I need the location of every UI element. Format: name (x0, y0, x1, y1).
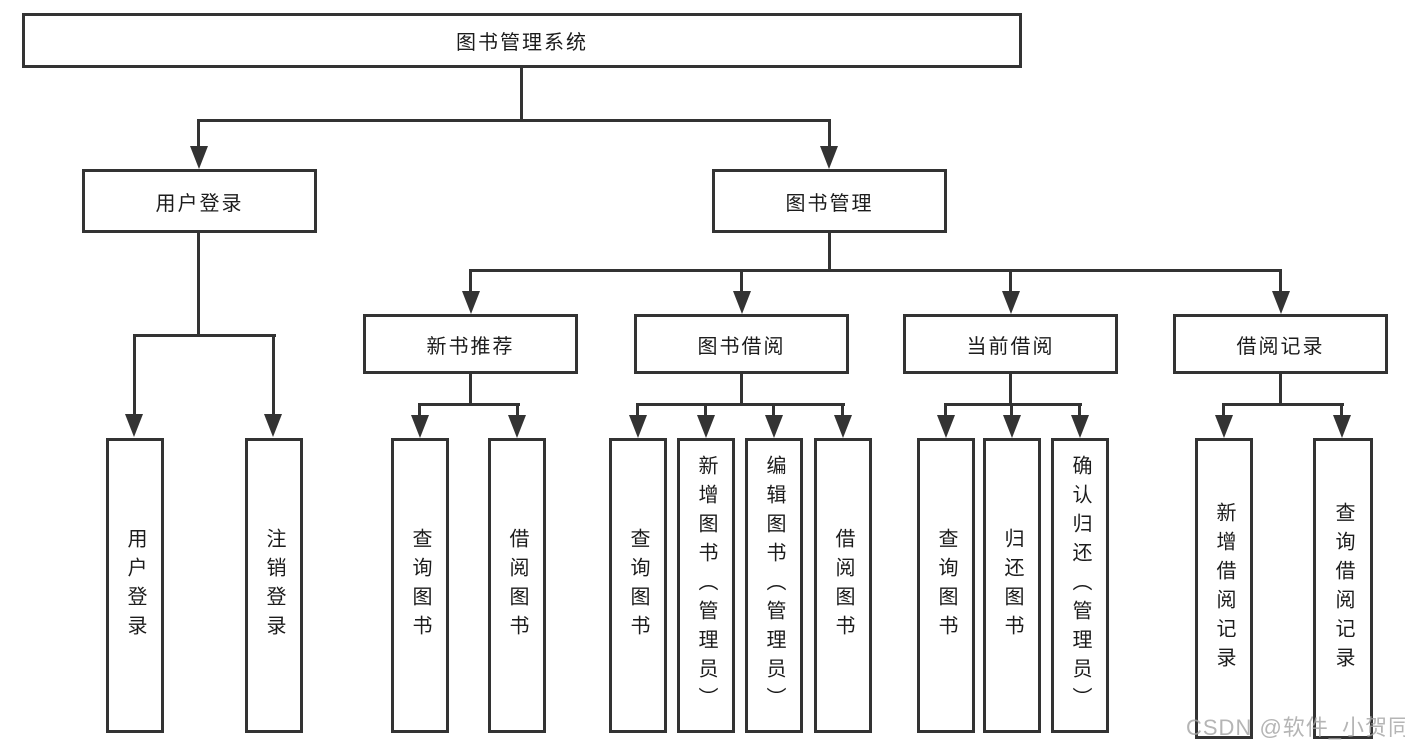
arrow-down-icon (462, 291, 480, 314)
leaf-add-books-admin-label: 新增图书（管理员） (695, 455, 717, 716)
node-book-borrow-label: 图书借阅 (697, 335, 786, 358)
connector-module2-stem (1009, 372, 1012, 406)
leaf-confirm-return-admin-label: 确认归还（管理员） (1069, 455, 1091, 716)
leaf-add-books-admin: 新增图书（管理员） (677, 438, 735, 733)
connector-leaf-drop (516, 403, 519, 417)
connector-mgmt-stem (828, 232, 831, 272)
connector-module-drop (469, 269, 472, 295)
leaf-query-books-1: 查询图书 (391, 438, 449, 733)
connector-module3-stem (1279, 372, 1282, 406)
connector-module-drop (1279, 269, 1282, 295)
connector-leaf-drop (704, 403, 707, 417)
node-book-borrow: 图书借阅 (634, 314, 849, 374)
connector-login-child-drop (133, 334, 136, 416)
leaf-borrow-books-1: 借阅图书 (488, 438, 546, 733)
arrow-down-icon (820, 146, 838, 169)
node-new-books: 新书推荐 (363, 314, 578, 374)
arrow-down-icon (834, 415, 852, 438)
connector-login-child-drop (272, 334, 275, 416)
leaf-query-books-2: 查询图书 (609, 438, 667, 733)
arrow-down-icon (697, 415, 715, 438)
leaf-logout-label: 注销登录 (263, 527, 285, 644)
connector-leaf-drop (1078, 403, 1081, 417)
leaf-query-borrow-record-label: 查询借阅记录 (1332, 501, 1354, 676)
connector-leaf-drop (1222, 403, 1225, 417)
leaf-query-books-1-label: 查询图书 (409, 527, 431, 644)
connector-leaf-drop (772, 403, 775, 417)
node-book-mgmt: 图书管理 (712, 169, 947, 233)
arrow-down-icon (1333, 415, 1351, 438)
node-borrow-records-label: 借阅记录 (1236, 335, 1325, 358)
arrow-down-icon (733, 291, 751, 314)
node-user-login-label: 用户登录 (155, 192, 244, 215)
arrow-down-icon (508, 415, 526, 438)
connector-level1-bus (197, 119, 831, 122)
connector-root-stem (520, 68, 523, 121)
arrow-down-icon (1002, 291, 1020, 314)
node-root-system: 图书管理系统 (22, 13, 1022, 68)
leaf-user-login: 用户登录 (106, 438, 164, 733)
node-current-borrow-label: 当前借阅 (966, 335, 1055, 358)
connector-module-drop (1009, 269, 1012, 295)
leaf-add-borrow-record: 新增借阅记录 (1195, 438, 1253, 739)
arrow-down-icon (125, 414, 143, 437)
leaf-user-login-label: 用户登录 (124, 527, 146, 644)
connector-login-stem (197, 231, 200, 337)
leaf-query-books-3-label: 查询图书 (935, 527, 957, 644)
connector-leaf-drop (944, 403, 947, 417)
leaf-borrow-books-2: 借阅图书 (814, 438, 872, 733)
connector-leaf-drop (1340, 403, 1343, 417)
connector-leaf-drop (418, 403, 421, 417)
leaf-edit-books-admin: 编辑图书（管理员） (745, 438, 803, 733)
arrow-down-icon (1272, 291, 1290, 314)
node-user-login: 用户登录 (82, 169, 317, 233)
leaf-query-borrow-record: 查询借阅记录 (1313, 438, 1373, 739)
connector-module-drop (740, 269, 743, 295)
arrow-down-icon (1071, 415, 1089, 438)
arrow-down-icon (629, 415, 647, 438)
connector-module0-stem (469, 372, 472, 406)
leaf-borrow-books-2-label: 借阅图书 (832, 527, 854, 644)
node-root-label: 图书管理系统 (456, 32, 588, 54)
connector-module1-stem (740, 372, 743, 406)
leaf-confirm-return-admin: 确认归还（管理员） (1051, 438, 1109, 733)
connector-login-bus (133, 334, 276, 337)
node-current-borrow: 当前借阅 (903, 314, 1118, 374)
connector-module0-bus (418, 403, 520, 406)
leaf-edit-books-admin-label: 编辑图书（管理员） (763, 455, 785, 716)
leaf-add-borrow-record-label: 新增借阅记录 (1213, 501, 1235, 676)
leaf-logout: 注销登录 (245, 438, 303, 733)
arrow-down-icon (937, 415, 955, 438)
connector-module1-bus (636, 403, 845, 406)
node-new-books-label: 新书推荐 (426, 335, 515, 358)
node-borrow-records: 借阅记录 (1173, 314, 1388, 374)
arrow-down-icon (765, 415, 783, 438)
arrow-down-icon (411, 415, 429, 438)
leaf-query-books-3: 查询图书 (917, 438, 975, 733)
connector-level2-bus (469, 269, 1282, 272)
connector-leaf-drop (841, 403, 844, 417)
arrow-down-icon (1215, 415, 1233, 438)
arrow-down-icon (1003, 415, 1021, 438)
leaf-query-books-2-label: 查询图书 (627, 527, 649, 644)
connector-module3-bus (1222, 403, 1344, 406)
leaf-return-books-label: 归还图书 (1001, 527, 1023, 644)
connector-module2-bus (944, 403, 1082, 406)
leaf-borrow-books-1-label: 借阅图书 (506, 527, 528, 644)
node-book-mgmt-label: 图书管理 (785, 192, 874, 215)
arrow-down-icon (190, 146, 208, 169)
connector-leaf-drop (636, 403, 639, 417)
arrow-down-icon (264, 414, 282, 437)
connector-leaf-drop (1010, 403, 1013, 417)
connector-login-drop (197, 119, 200, 149)
watermark: CSDN @软件_小贺同学 (1186, 715, 1405, 740)
connector-mgmt-drop (828, 119, 831, 149)
leaf-return-books: 归还图书 (983, 438, 1041, 733)
